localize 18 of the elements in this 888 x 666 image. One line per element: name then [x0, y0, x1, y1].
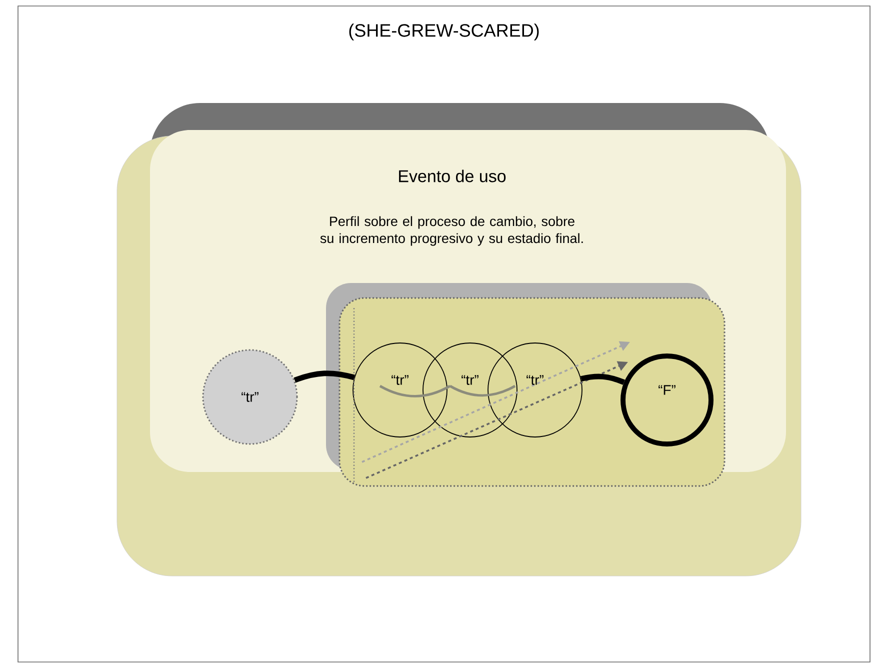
- title: (SHE-GREW-SCARED): [349, 24, 539, 40]
- circle: [352, 342, 448, 438]
- node-label: “tr”: [392, 375, 408, 385]
- node-label: “F”: [658, 385, 676, 395]
- connector: [294, 370, 355, 383]
- node-label: “tr”: [462, 375, 478, 385]
- connector: [379, 384, 451, 398]
- connector: [580, 374, 626, 385]
- circle: [488, 342, 582, 438]
- circle: [422, 342, 518, 438]
- node-label: “tr”: [242, 392, 258, 402]
- connector: [449, 384, 516, 397]
- dotted-box: [326, 283, 726, 487]
- heading: Evento de uso: [399, 170, 506, 182]
- dotted-circle: [202, 349, 298, 445]
- node-label: “tr”: [526, 375, 544, 385]
- thick-circle: [620, 354, 714, 446]
- description: Perfil sobre el proceso de cambio, sobre su incremento progresivo y su estadio final.: [320, 216, 583, 246]
